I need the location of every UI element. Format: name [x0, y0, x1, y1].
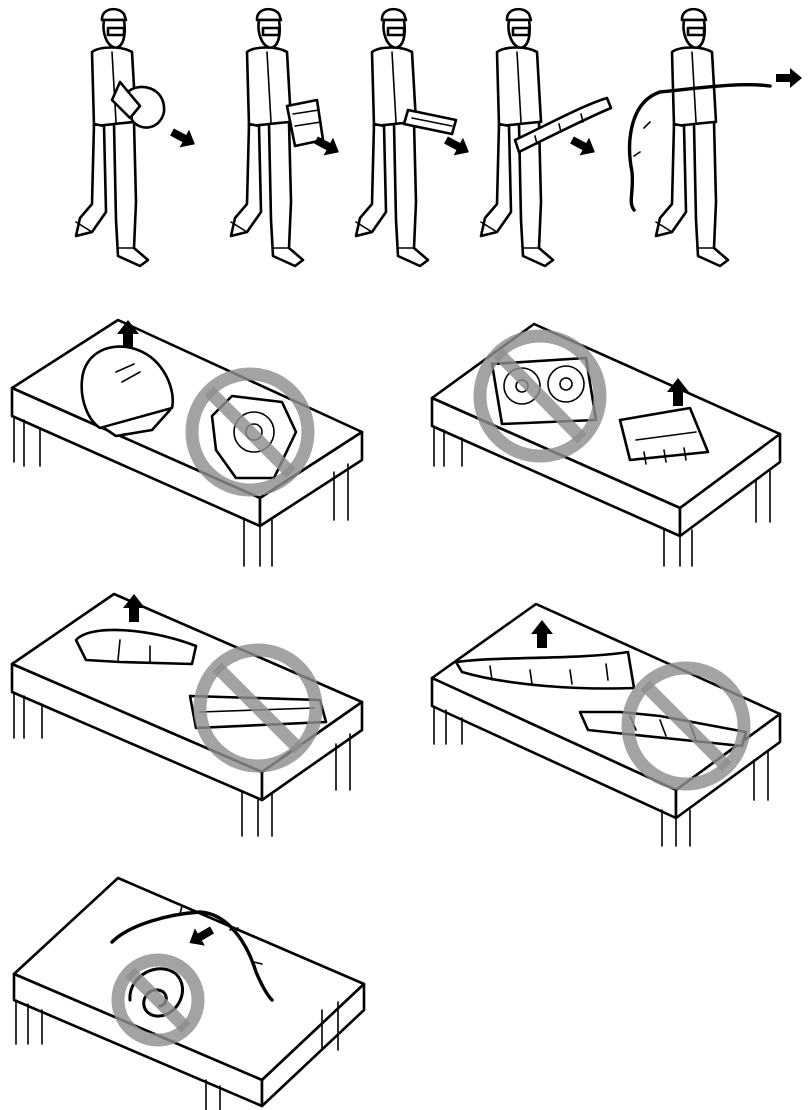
- passenger-airbag-prohibited: [473, 329, 607, 463]
- steering-wheel-airbag-part: [126, 85, 166, 129]
- table-3: [10, 592, 364, 837]
- passenger-airbag-correct: [618, 406, 710, 465]
- curtain-wire-prohibited: [111, 953, 205, 1047]
- table-5: [12, 876, 366, 1110]
- curtain-airbag-wire-part: [658, 83, 772, 94]
- curtain-shield-airbag-part: [513, 96, 613, 154]
- steering-airbag-correct: [80, 345, 175, 438]
- table-4: [430, 602, 782, 847]
- technician-3: [354, 7, 458, 268]
- curtain-shield-prohibited: [578, 661, 751, 791]
- technician-1: [74, 7, 166, 268]
- table-1: [10, 318, 364, 567]
- steering-airbag-prohibited: [185, 367, 315, 497]
- technician-2: [229, 7, 325, 268]
- knee-airbag-prohibited: [188, 643, 328, 773]
- technician-5: [627, 7, 772, 268]
- technician-4: [479, 7, 613, 268]
- arrow-4: [567, 131, 600, 162]
- arrow-5: [776, 68, 802, 88]
- knee-airbag-correct: [74, 628, 198, 666]
- table-2: [430, 322, 782, 567]
- curtain-wire-correct: [110, 905, 274, 1002]
- arrow-1: [167, 123, 200, 154]
- arrow-3: [441, 131, 474, 162]
